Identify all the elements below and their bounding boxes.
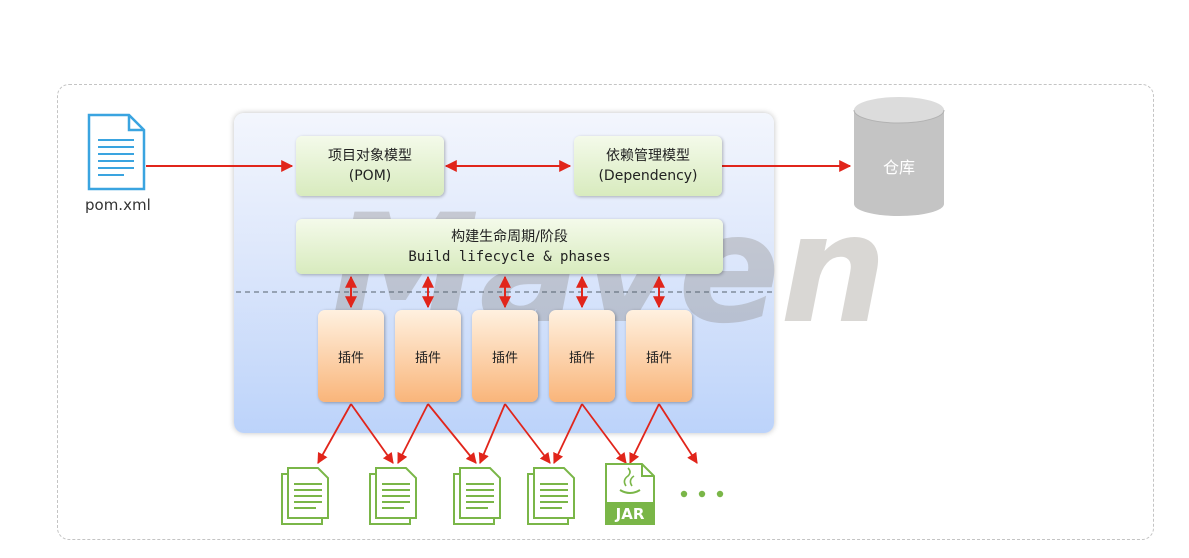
pom-xml-label: pom.xml bbox=[85, 196, 151, 214]
output-document-icon[interactable] bbox=[369, 467, 417, 525]
lifecycle-box[interactable]: 构建生命周期/阶段 Build lifecycle & phases bbox=[296, 219, 723, 274]
xml-file-icon[interactable] bbox=[87, 113, 146, 191]
output-arrows bbox=[317, 403, 698, 464]
jar-label: JAR bbox=[615, 505, 645, 523]
output-document-icon[interactable] bbox=[527, 467, 575, 525]
dependency-model-box[interactable]: 依赖管理模型 (Dependency) bbox=[574, 136, 722, 196]
pom-model-title: 项目对象模型 bbox=[328, 148, 412, 164]
plugin-label: 插件 bbox=[645, 350, 672, 366]
dependency-model-title: 依赖管理模型 bbox=[606, 148, 690, 164]
repository-cylinder-icon[interactable] bbox=[853, 97, 945, 216]
plugin-label: 插件 bbox=[414, 350, 441, 366]
plugin-box[interactable]: 插件 bbox=[549, 310, 615, 402]
dependency-model-subtitle: (Dependency) bbox=[598, 168, 698, 184]
jar-file-icon[interactable]: JAR bbox=[605, 463, 655, 525]
plugin-label: 插件 bbox=[491, 350, 518, 366]
plugin-box[interactable]: 插件 bbox=[395, 310, 461, 402]
outer-frame bbox=[57, 84, 1154, 540]
output-document-icon[interactable] bbox=[281, 467, 329, 525]
plugin-box[interactable]: 插件 bbox=[626, 310, 692, 402]
repository-label: 仓库 bbox=[882, 158, 915, 177]
plugin-label: 插件 bbox=[568, 350, 595, 366]
pom-model-box[interactable]: 项目对象模型 (POM) bbox=[296, 136, 444, 196]
plugin-label: 插件 bbox=[337, 350, 364, 366]
more-outputs-ellipsis bbox=[680, 490, 724, 498]
pom-model-subtitle: (POM) bbox=[348, 168, 392, 184]
output-document-icon[interactable] bbox=[453, 467, 501, 525]
lifecycle-title: 构建生命周期/阶段 bbox=[451, 228, 568, 245]
plugin-box[interactable]: 插件 bbox=[472, 310, 538, 402]
lifecycle-subtitle: Build lifecycle & phases bbox=[408, 248, 611, 265]
plugin-box[interactable]: 插件 bbox=[318, 310, 384, 402]
